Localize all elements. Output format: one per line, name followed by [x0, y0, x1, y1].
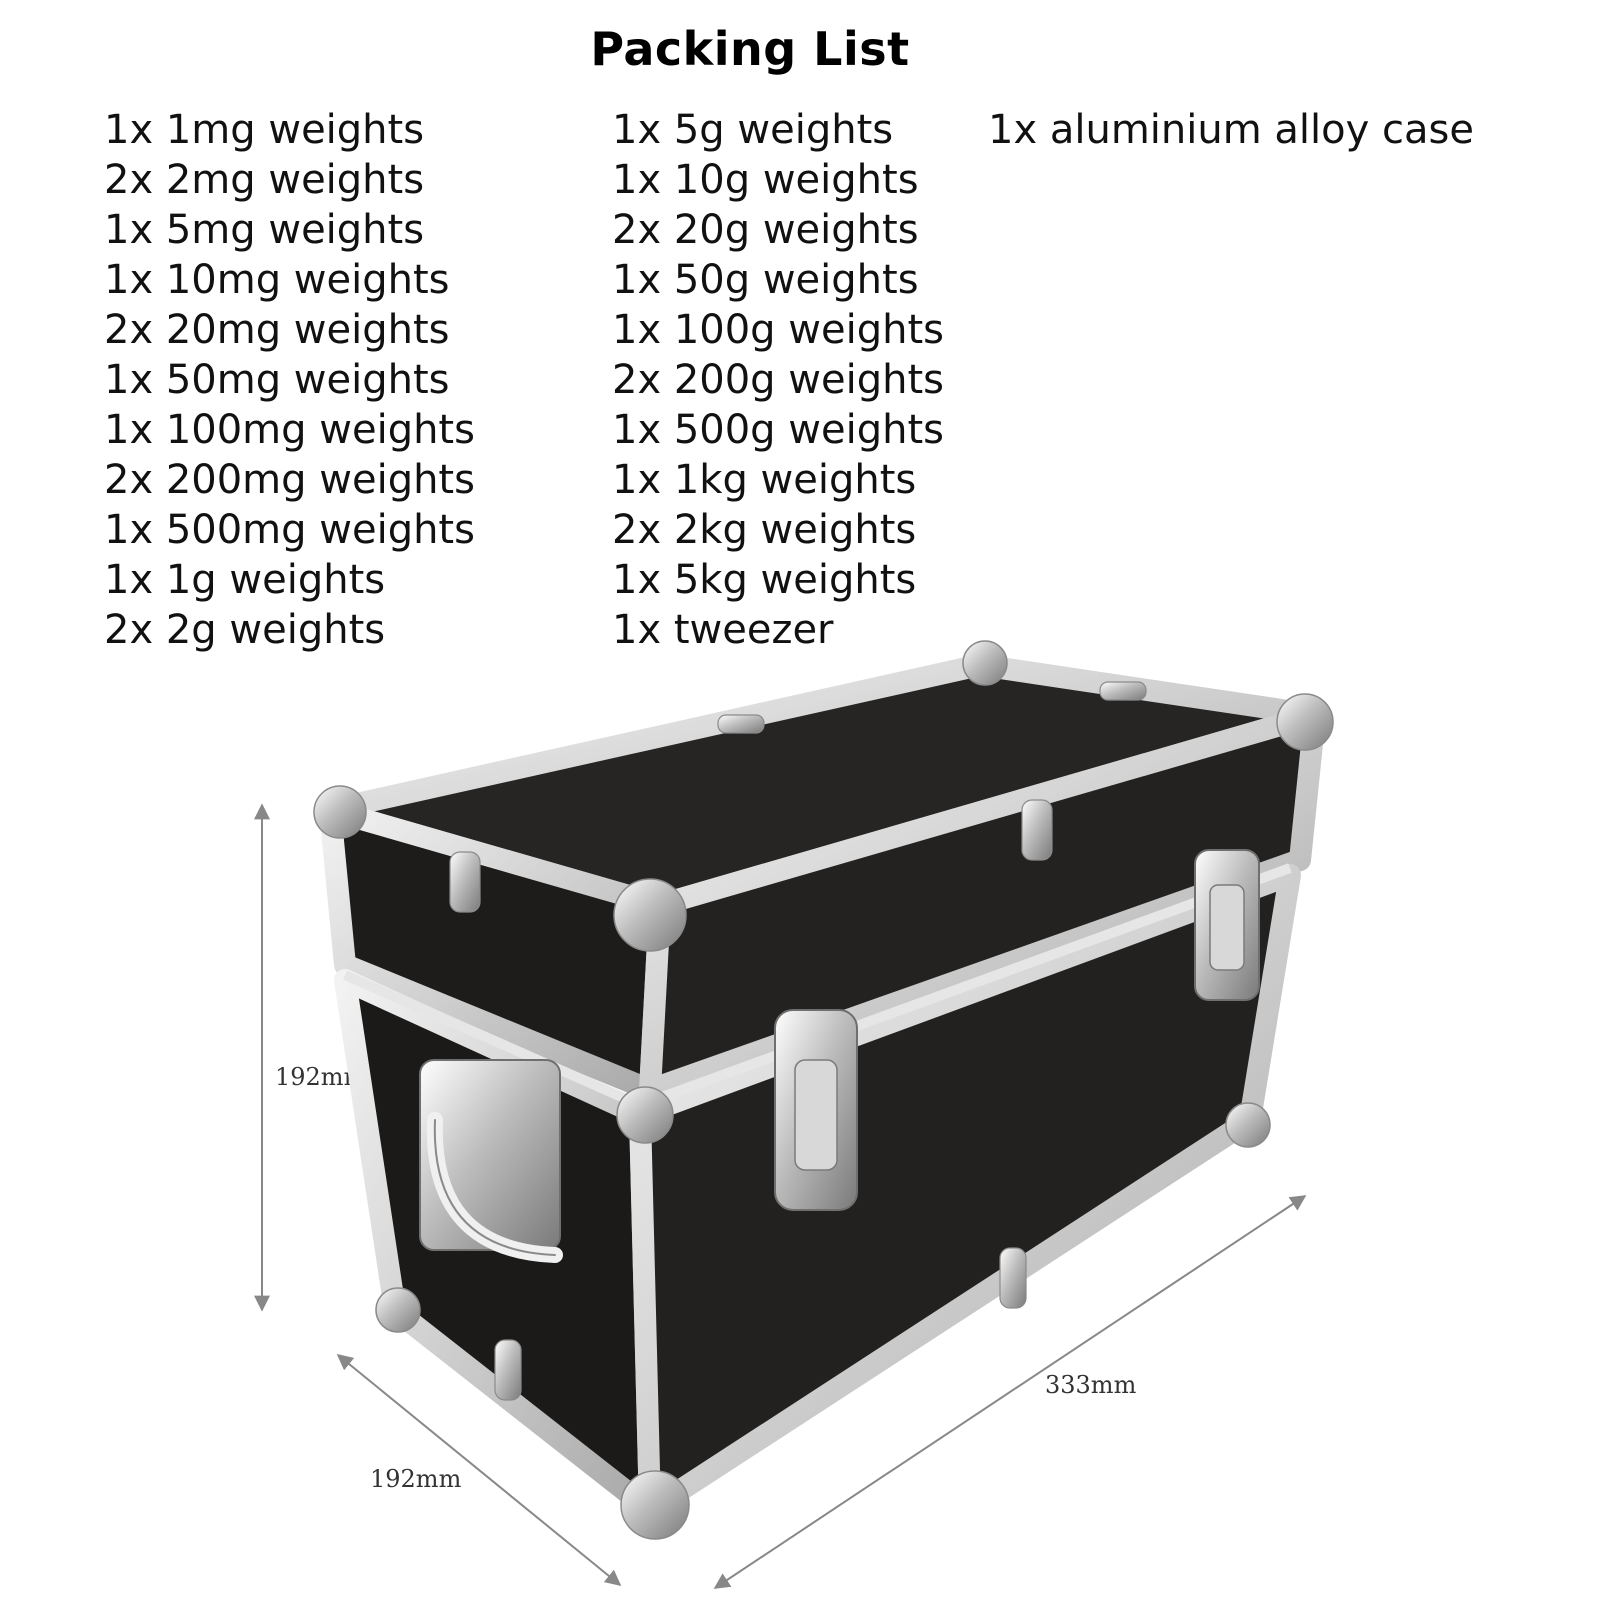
dimension-length-label: 333mm: [1045, 1371, 1137, 1399]
corner-cap: [313, 785, 367, 839]
list-item: 1x 1mg weights: [104, 107, 425, 153]
list-item: 1x 100g weights: [612, 307, 944, 353]
list-item: 2x 20g weights: [612, 207, 919, 253]
list-item: 1x 500mg weights: [104, 507, 475, 553]
latch-back[interactable]: [1194, 849, 1260, 1001]
corner-cap: [1225, 1102, 1271, 1148]
list-item: 1x 5mg weights: [104, 207, 425, 253]
corner-cap: [613, 878, 687, 952]
bracket: [1021, 799, 1053, 861]
bracket: [449, 851, 481, 913]
list-item: 1x 50g weights: [612, 257, 919, 303]
packing-list-column-3: 1x aluminium alloy case: [988, 105, 1474, 155]
edge-brackets: [449, 681, 1147, 1401]
case-lid-front: [639, 704, 1326, 1101]
list-item: 1x 50mg weights: [104, 357, 450, 403]
bracket: [717, 714, 765, 734]
list-item: 2x 2mg weights: [104, 157, 425, 203]
list-item: 2x 20mg weights: [104, 307, 450, 353]
list-item: 2x 200g weights: [612, 357, 944, 403]
list-item: 1x aluminium alloy case: [988, 107, 1474, 153]
dimension-depth: 192mm: [336, 1353, 622, 1587]
list-item: 1x 10g weights: [612, 157, 919, 203]
packing-list-column-2: 1x 5g weights 1x 10g weights 2x 20g weig…: [612, 105, 944, 655]
aluminium-case: [313, 640, 1334, 1540]
corner-caps: [313, 640, 1334, 1540]
dimension-length: 333mm: [713, 1195, 1307, 1589]
list-item: 2x 200mg weights: [104, 457, 475, 503]
list-item: 1x 500g weights: [612, 407, 944, 453]
list-item: 1x tweezer: [612, 607, 834, 653]
side-handle[interactable]: [419, 1059, 563, 1263]
corner-cap: [616, 1086, 674, 1144]
corner-cap: [620, 1470, 690, 1540]
bracket: [1099, 681, 1147, 701]
bracket: [999, 1247, 1027, 1309]
list-item: 1x 5kg weights: [612, 557, 917, 603]
packing-list-column-1: 1x 1mg weights 2x 2mg weights 1x 5mg wei…: [104, 105, 475, 655]
list-item: 1x 1kg weights: [612, 457, 917, 503]
corner-cap: [962, 640, 1008, 686]
case-illustration: 192mm 192mm 333mm: [254, 640, 1334, 1589]
list-item: 1x 1g weights: [104, 557, 386, 603]
corner-cap: [1276, 693, 1334, 751]
list-item: 1x 10mg weights: [104, 257, 450, 303]
dimension-depth-label: 192mm: [370, 1465, 462, 1493]
list-item: 1x 100mg weights: [104, 407, 475, 453]
latch-front[interactable]: [774, 1009, 858, 1211]
corner-cap: [375, 1287, 421, 1333]
packing-list-title: Packing List: [590, 22, 910, 76]
list-item: 2x 2g weights: [104, 607, 386, 653]
list-item: 2x 2kg weights: [612, 507, 917, 553]
bracket: [494, 1339, 522, 1401]
list-item: 1x 5g weights: [612, 107, 894, 153]
